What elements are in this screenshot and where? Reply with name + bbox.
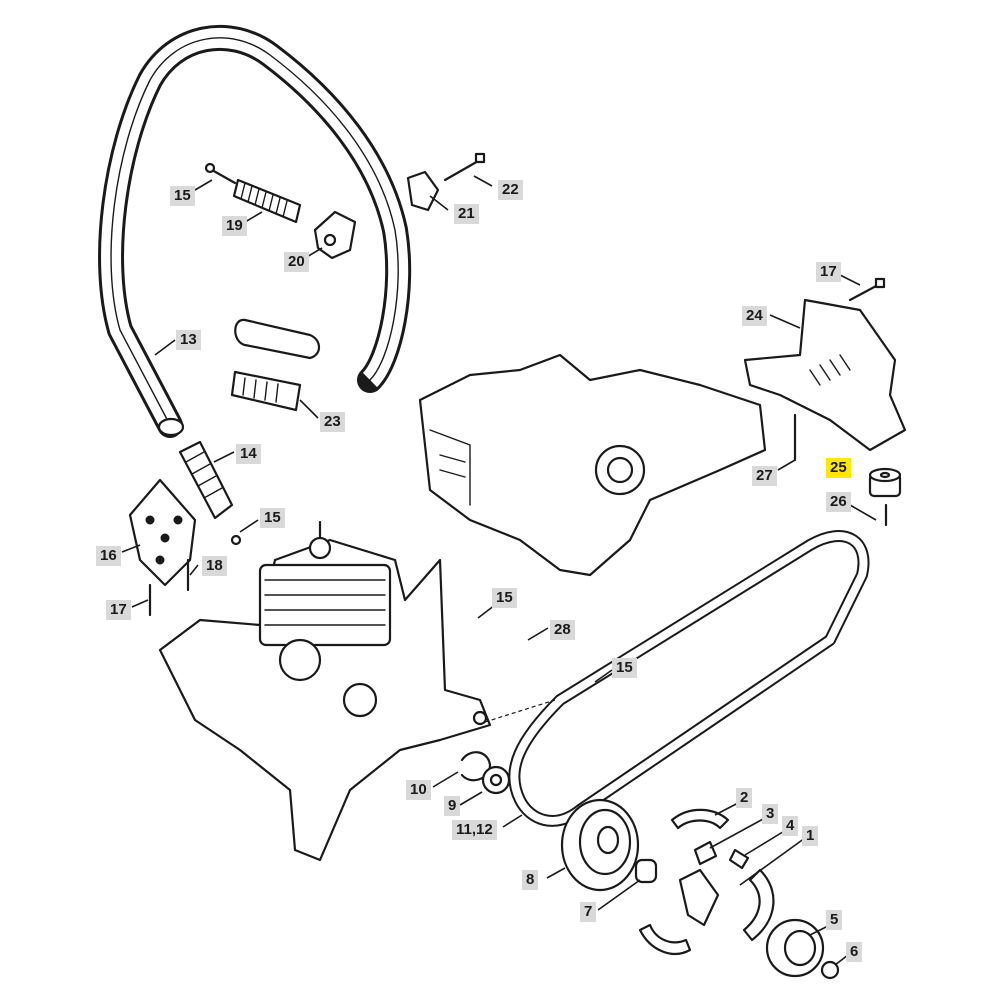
callout-15-c: 15 <box>492 588 517 608</box>
callout-28: 28 <box>550 620 575 640</box>
rubber-buffer-25 <box>868 467 902 527</box>
callout-6: 6 <box>846 942 863 962</box>
callout-4: 4 <box>782 816 799 836</box>
callout-14: 14 <box>236 444 261 464</box>
clutch-drum <box>560 798 658 892</box>
callout-17-b: 17 <box>816 262 841 282</box>
cutter-housing <box>418 353 767 577</box>
callout-7: 7 <box>580 902 597 922</box>
callout-18: 18 <box>202 556 227 576</box>
callout-3: 3 <box>762 804 779 824</box>
handlebar <box>98 24 412 438</box>
callout-15: 15 <box>170 186 195 206</box>
callout-13: 13 <box>176 330 201 350</box>
callout-1: 1 <box>802 826 819 846</box>
callout-27: 27 <box>752 466 777 486</box>
handle-bracket <box>313 210 357 260</box>
callout-19: 19 <box>222 216 247 236</box>
callout-22: 22 <box>498 180 523 200</box>
engine-crankcase <box>158 520 492 862</box>
v-belt <box>508 530 870 827</box>
av-bracket-24 <box>743 277 907 462</box>
callout-15-d: 15 <box>612 658 637 678</box>
bearing-circlip <box>460 751 511 795</box>
callout-24: 24 <box>742 306 767 326</box>
callout-8: 8 <box>522 870 539 890</box>
handle-clip <box>406 152 486 212</box>
callout-25: 25 <box>826 458 851 478</box>
grip-spring <box>204 162 302 224</box>
callout-2: 2 <box>736 788 753 808</box>
clutch-assembly <box>638 808 840 980</box>
callout-11-12: 11,12 <box>452 820 497 840</box>
callout-16: 16 <box>96 546 121 566</box>
callout-10: 10 <box>406 780 431 800</box>
callout-15-b: 15 <box>260 508 285 528</box>
av-spring-14 <box>178 440 242 546</box>
callout-9: 9 <box>444 796 461 816</box>
callout-23: 23 <box>320 412 345 432</box>
callout-5: 5 <box>826 910 843 930</box>
handle-tube <box>230 318 321 412</box>
callout-20: 20 <box>284 252 309 272</box>
callout-26: 26 <box>826 492 851 512</box>
av-bracket-16 <box>128 478 197 617</box>
callout-17: 17 <box>106 600 131 620</box>
callout-21: 21 <box>454 204 479 224</box>
